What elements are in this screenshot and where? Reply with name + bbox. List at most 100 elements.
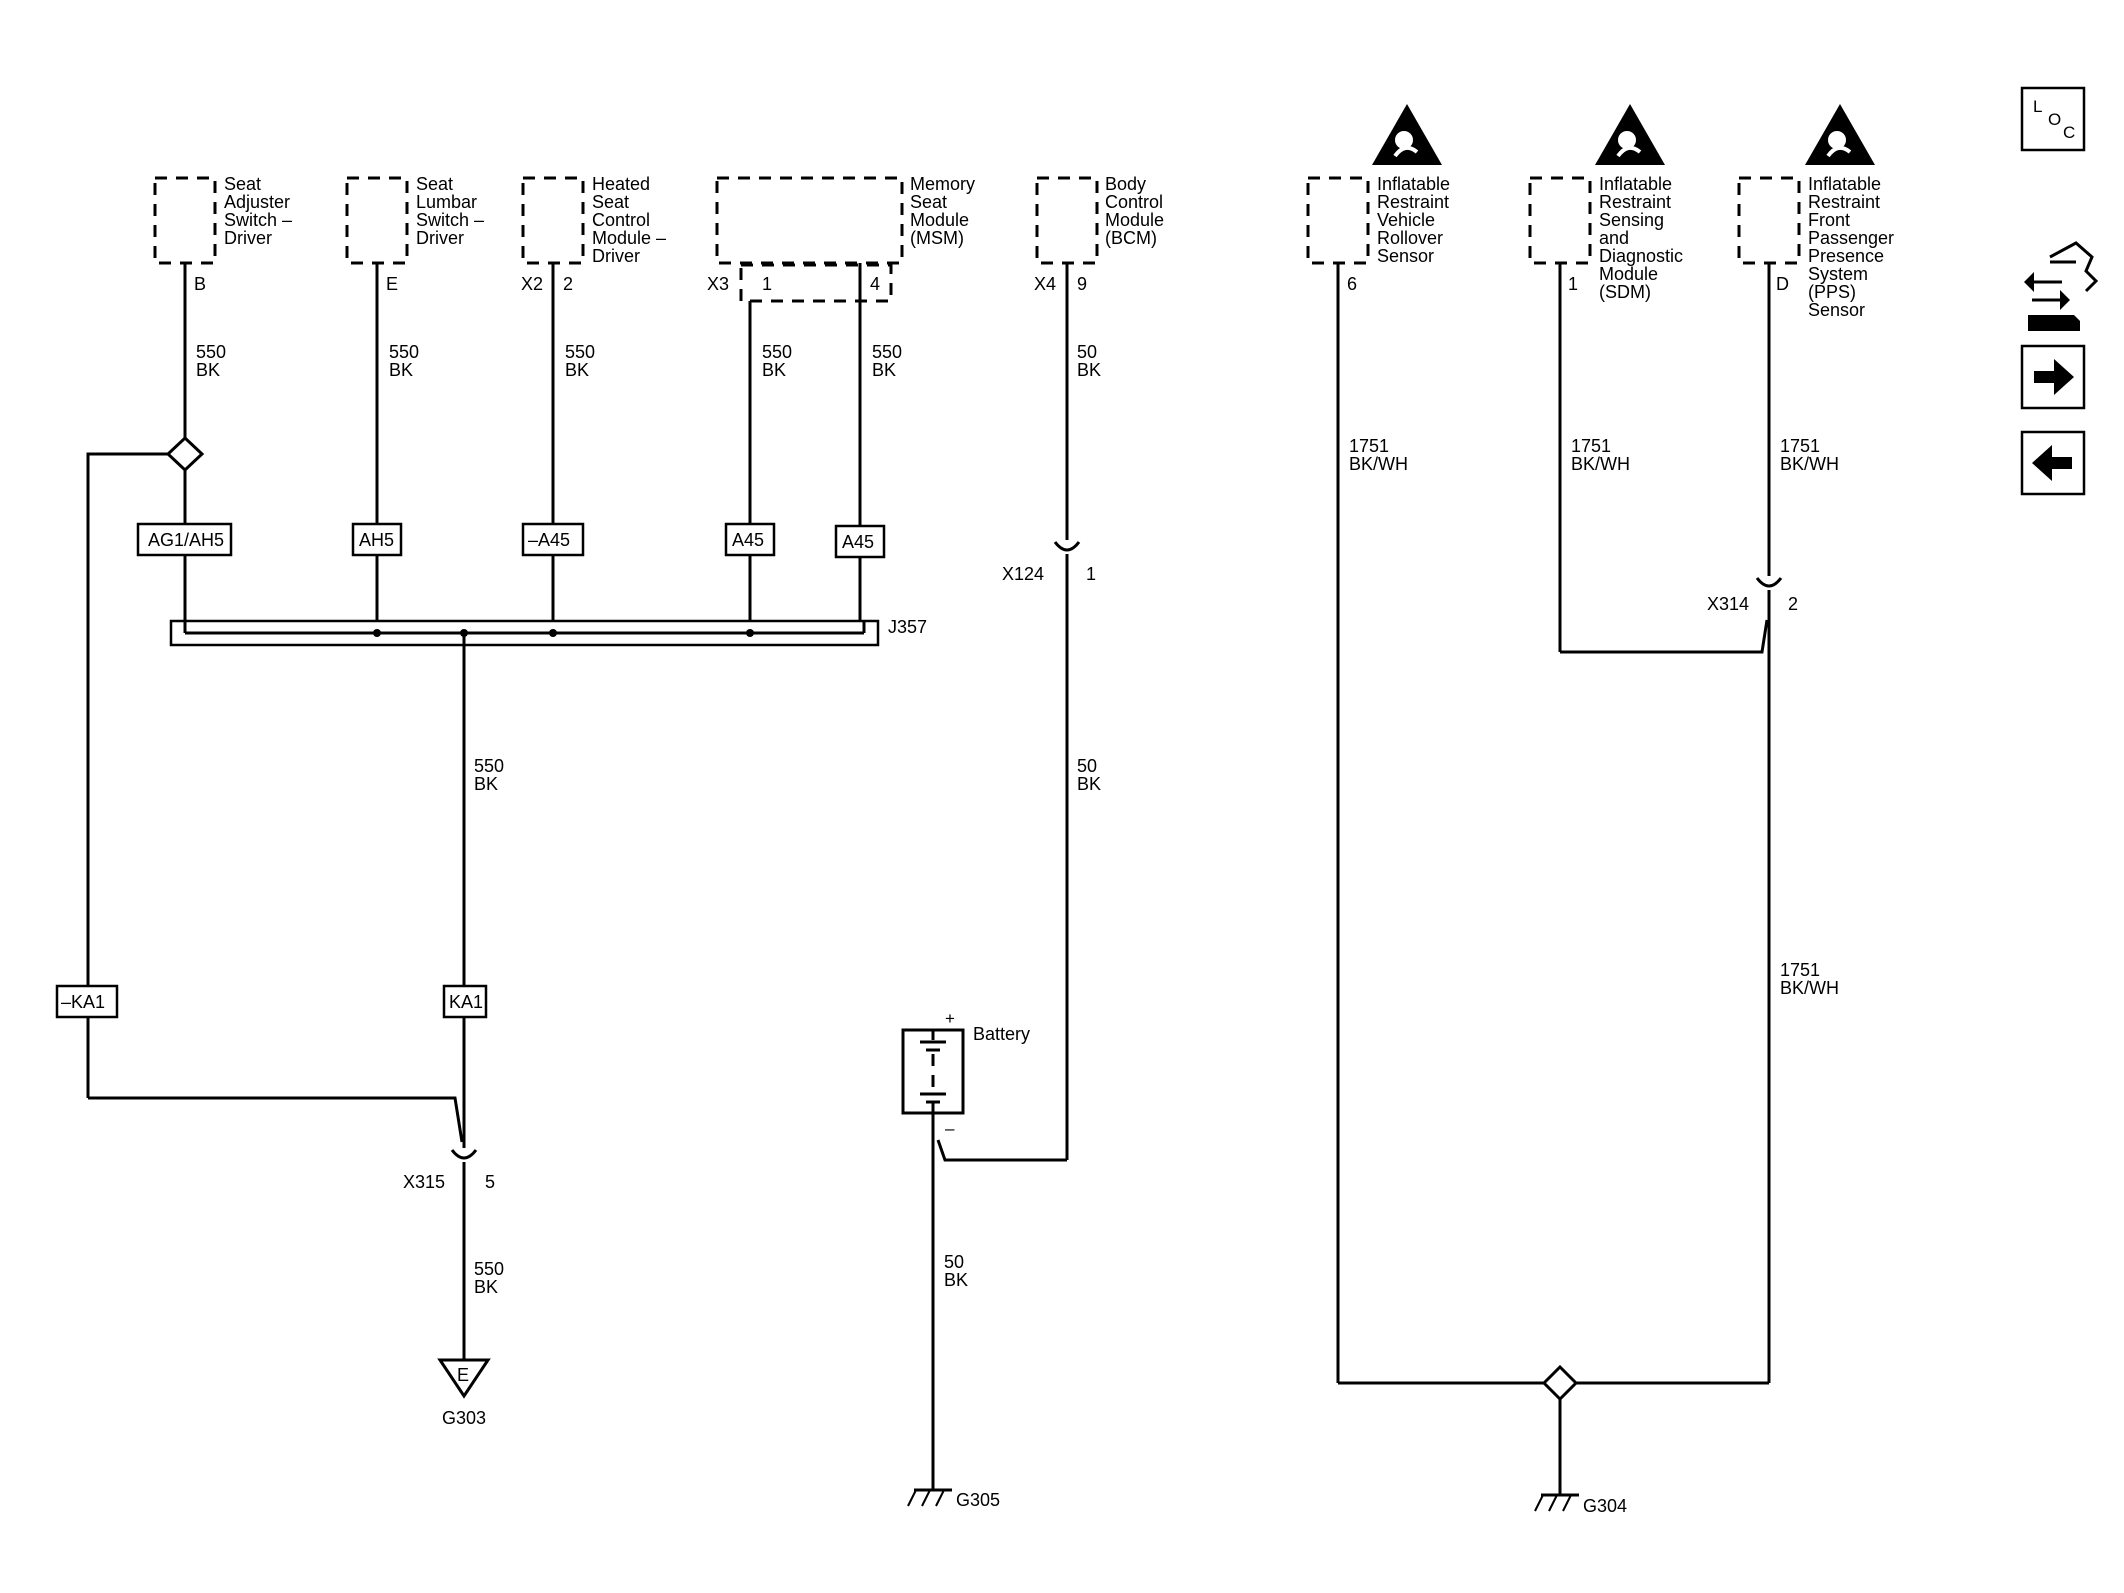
body-control-module: Body Control Module (BCM) X4 9 [1034,174,1164,294]
msm-label-1: Memory [910,174,975,194]
seat-adjuster-label-3: Switch – [224,210,292,230]
g304-label: G304 [1583,1496,1627,1516]
bcm-label-3: Module [1105,210,1164,230]
option-a45-1: A45 [732,530,764,550]
airbag-ground-circuit: 1751 BK/WH 1751 BK/WH X314 2 1751 BK/WH … [1336,263,1839,1516]
sdm-label-1: Inflatable [1599,174,1672,194]
rollover-label-3: Vehicle [1377,210,1435,230]
pps-label-2: Restraint [1808,192,1880,212]
g304-ground-symbol [1534,1493,1579,1512]
sdm-module: Inflatable Restraint Sensing and Diagnos… [1528,174,1683,302]
msm-label-3: Module [910,210,969,230]
wire-label-g305-gauge: 50 [944,1252,964,1272]
option-not-ka1: –KA1 [61,992,105,1012]
bcm-label-4: (BCM) [1105,228,1157,248]
wire-label-pps2-gauge: 1751 [1780,960,1820,980]
pps-sensor: Inflatable Restraint Front Passenger Pre… [1737,174,1894,320]
sdm-label-2: Restraint [1599,192,1671,212]
x124-pin: 1 [1086,564,1096,584]
heated-seat-label-3: Control [592,210,650,230]
wire-label-bcm-gauge: 50 [1077,342,1097,362]
pps-label-5: Presence [1808,246,1884,266]
x124-label: X124 [1002,564,1044,584]
wire-label-msm1-color: BK [762,360,786,380]
option-ag1-ah5: AG1/AH5 [148,530,224,550]
wire-label-heated-color: BK [565,360,589,380]
wire-label-pps-color: BK/WH [1780,454,1839,474]
msm-connector: X3 [707,274,729,294]
wire-label-bcm-color: BK [1077,360,1101,380]
seat-lumbar-switch: Seat Lumbar Switch – Driver E [345,174,484,294]
sdm-pin: 1 [1568,274,1578,294]
seat-lumbar-label-3: Switch – [416,210,484,230]
msm-label-2: Seat [910,192,947,212]
sdm-label-3: Sensing [1599,210,1664,230]
wire-label-g303-gauge: 550 [474,1259,504,1279]
msm-pin-4: 4 [870,274,880,294]
wire-label-g303-color: BK [474,1277,498,1297]
heated-seat-connector: X2 [521,274,543,294]
pps-label-4: Passenger [1808,228,1894,248]
wire-label-adj-color: BK [196,360,220,380]
wire-label-bcm2-color: BK [1077,774,1101,794]
wire-label-rollover-color: BK/WH [1349,454,1408,474]
g303-symbol-letter: E [457,1365,469,1385]
rollover-label-1: Inflatable [1377,174,1450,194]
option-a45-2: A45 [842,532,874,552]
seat-lumbar-label-2: Lumbar [416,192,477,212]
battery-ground-circuit: X124 1 50 BK 50 BK + – Battery 50 BK [901,263,1101,1510]
seat-ground-wires: J357 X315 5 E G303 [86,263,927,1428]
seat-adjuster-label-4: Driver [224,228,272,248]
sdm-label-4: and [1599,228,1629,248]
g305-ground-symbol [907,1488,952,1507]
seat-adjuster-switch: Seat Adjuster Switch – Driver B [153,174,292,294]
wire-label-msm4-gauge: 550 [872,342,902,362]
g303-ground-symbol [437,1358,491,1399]
msm-pin-1: 1 [762,274,772,294]
loc-letter-l: L [2033,97,2042,116]
wire-label-pps-gauge: 1751 [1780,436,1820,456]
splice-diamond-left [165,435,205,473]
next-page-button[interactable] [2020,344,2086,410]
x315-connector [450,1149,478,1160]
heated-seat-label-1: Heated [592,174,650,194]
rollover-pin: 6 [1347,274,1357,294]
option-not-a45: –A45 [528,530,570,550]
loc-button[interactable]: L O C [2020,86,2086,152]
sdm-label-5: Diagnostic [1599,246,1683,266]
battery-plus: + [945,1009,955,1028]
bcm-connector: X4 [1034,274,1056,294]
x124-connector [1053,541,1081,552]
battery: + – Battery [901,1009,1030,1138]
seat-adjuster-label-2: Adjuster [224,192,290,212]
wire-label-heated-gauge: 550 [565,342,595,362]
memory-seat-module: Memory Seat Module (MSM) X3 1 4 [707,174,975,303]
g305-label: G305 [956,1490,1000,1510]
j357-label: J357 [888,617,927,637]
airbag-warning-icon-1 [1372,104,1442,165]
sdm-label-6: Module [1599,264,1658,284]
airbag-warning-icon-3 [1805,104,1875,165]
rollover-label-4: Rollover [1377,228,1443,248]
wire-label-rollover-gauge: 1751 [1349,436,1389,456]
loc-letter-c: C [2063,123,2075,142]
wire-label-bcm2-gauge: 50 [1077,756,1097,776]
wire-label-j357-color: BK [474,774,498,794]
x315-pin: 5 [485,1172,495,1192]
loc-letter-o: O [2048,110,2061,129]
bcm-label-2: Control [1105,192,1163,212]
connector-view-icon[interactable] [2024,241,2099,331]
pps-label-8: Sensor [1808,300,1865,320]
wire-label-adj-gauge: 550 [196,342,226,362]
pps-label-3: Front [1808,210,1850,230]
left-wire-labels: 550 BK 550 BK 550 BK 550 BK 550 BK 550 B… [196,342,902,1297]
previous-page-button[interactable] [2020,430,2086,496]
seat-adjuster-label-1: Seat [224,174,261,194]
wire-label-j357-gauge: 550 [474,756,504,776]
rollover-label-2: Restraint [1377,192,1449,212]
sdm-label-7: (SDM) [1599,282,1651,302]
bcm-label-1: Body [1105,174,1146,194]
wire-label-lumbar-gauge: 550 [389,342,419,362]
rollover-label-5: Sensor [1377,246,1434,266]
x315-label: X315 [403,1172,445,1192]
